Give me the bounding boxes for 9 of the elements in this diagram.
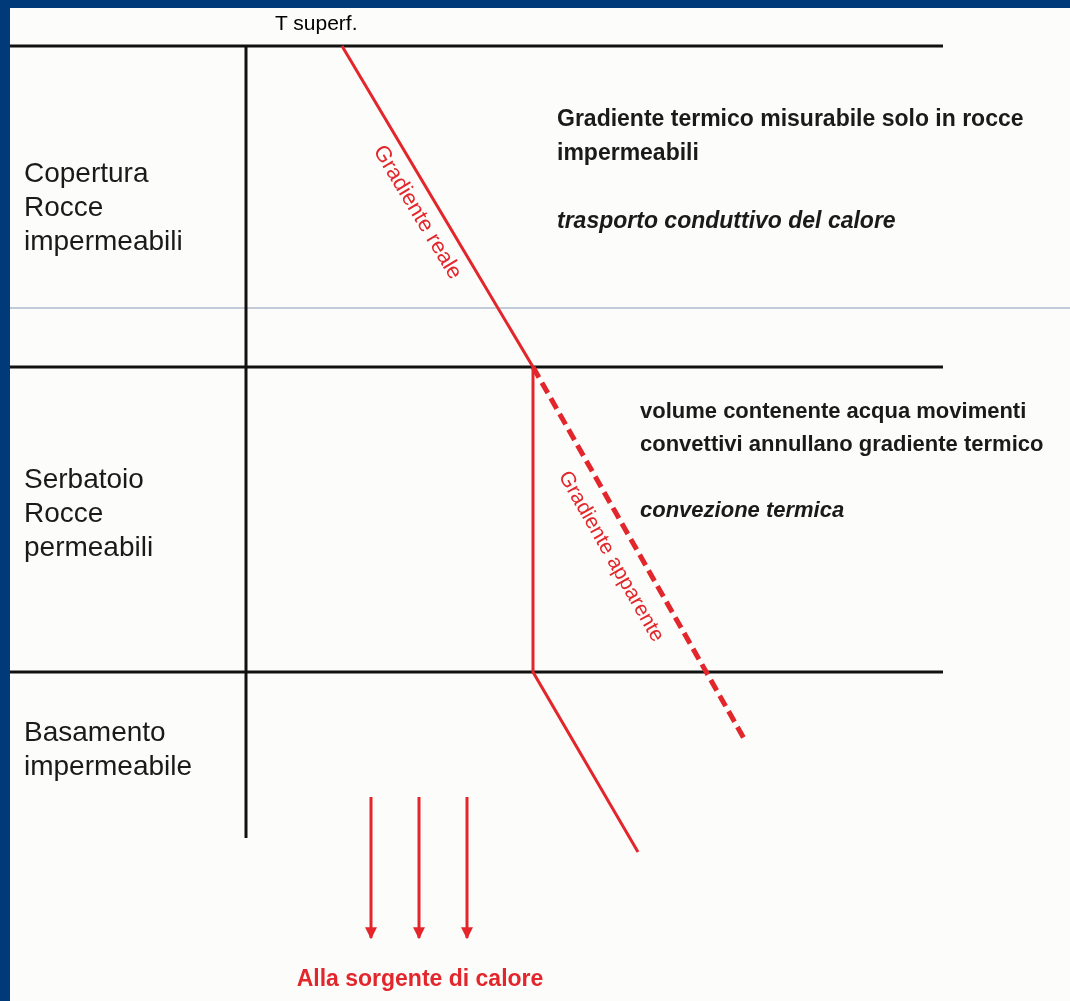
- annotation-text: Gradiente termico misurabile solo in rocce impermeabili: [557, 104, 1025, 167]
- surface-temperature-label: T superf.: [275, 10, 358, 36]
- heat-source-label: Alla sorgente di calore: [295, 964, 545, 992]
- annotation-text: convezione termica: [640, 496, 846, 524]
- layer-label: Copertura Rocce impermeabili: [24, 156, 184, 258]
- layer-label: Basamento impermeabile: [24, 715, 194, 783]
- annotation-text: trasporto conduttivo del calore: [557, 206, 897, 235]
- layer-label: Serbatoio Rocce permeabili: [24, 462, 155, 564]
- annotation-text: volume contenente acqua movimenti convettivi annullano gradiente termico: [640, 397, 1045, 458]
